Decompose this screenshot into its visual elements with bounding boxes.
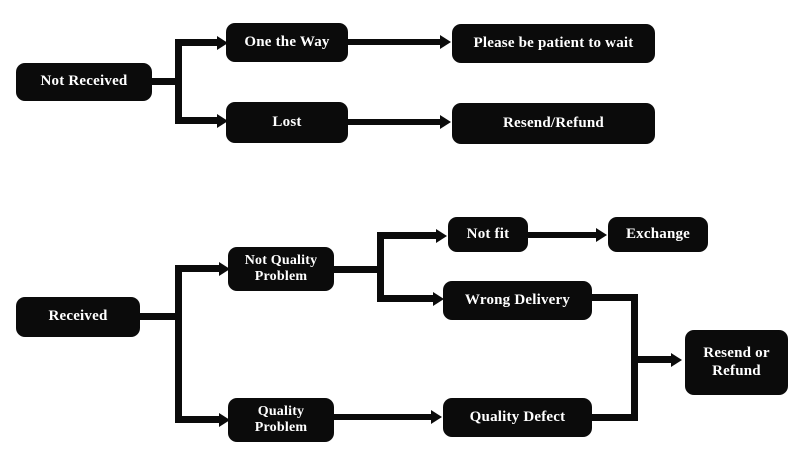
connector-one-the-way-to-please-wait <box>348 39 442 45</box>
connector-quality-problem-to-quality-defect <box>334 414 433 420</box>
connector-not-quality-problem-junction <box>377 232 384 302</box>
connector-lost-to-resend-refund <box>348 119 442 125</box>
node-resend-or-refund-line2: Refund <box>712 362 761 379</box>
connector-to-quality-problem <box>175 416 221 423</box>
arrowhead-to-resend-or-refund <box>671 352 682 367</box>
arrowhead-to-not-fit <box>436 228 447 243</box>
connector-not-received-stem <box>152 78 182 85</box>
node-not-quality-problem-line2: Problem <box>254 269 308 284</box>
arrowhead-to-quality-problem <box>219 412 230 427</box>
node-exchange[interactable]: Exchange <box>608 217 708 252</box>
node-received[interactable]: Received <box>16 297 140 337</box>
node-not-fit[interactable]: Not fit <box>448 217 528 252</box>
node-not-received[interactable]: Not Received <box>16 63 152 101</box>
node-resend-refund[interactable]: Resend/Refund <box>452 103 655 144</box>
arrowhead-to-resend-refund <box>440 115 451 129</box>
node-resend-or-refund[interactable]: Resend or Refund <box>685 330 788 395</box>
connector-to-not-quality-problem <box>175 265 221 272</box>
node-one-the-way[interactable]: One the Way <box>226 23 348 62</box>
connector-not-quality-problem-stem <box>334 266 378 273</box>
node-wrong-delivery[interactable]: Wrong Delivery <box>443 281 592 320</box>
connector-quality-defect-merge <box>592 414 638 421</box>
node-quality-defect[interactable]: Quality Defect <box>443 398 592 437</box>
connector-to-one-the-way <box>175 39 219 46</box>
arrowhead-to-please-wait <box>440 35 451 49</box>
connector-to-not-fit <box>377 232 438 239</box>
connector-merge-to-resend-or-refund <box>631 356 673 363</box>
arrowhead-to-not-quality-problem <box>219 261 230 276</box>
node-quality-problem-line1: Quality <box>257 403 305 419</box>
node-resend-or-refund-line1: Resend or <box>703 345 770 362</box>
connector-received-junction <box>175 265 182 423</box>
connector-received-stem <box>140 313 182 320</box>
connector-to-lost <box>175 117 219 124</box>
node-not-quality-problem-line1: Not Quality <box>244 252 318 268</box>
connector-not-received-junction <box>175 39 182 124</box>
arrowhead-to-wrong-delivery <box>433 291 444 306</box>
arrowhead-to-one-the-way <box>217 35 228 50</box>
node-lost[interactable]: Lost <box>226 102 348 143</box>
arrowhead-to-lost <box>217 113 228 128</box>
node-quality-problem[interactable]: Quality Problem <box>228 398 334 442</box>
node-please-be-patient-to-wait[interactable]: Please be patient to wait <box>452 24 655 63</box>
connector-wrong-delivery-merge <box>592 294 638 301</box>
connector-not-fit-to-exchange <box>528 232 597 238</box>
arrowhead-to-exchange <box>596 228 607 242</box>
node-not-quality-problem[interactable]: Not Quality Problem <box>228 247 334 291</box>
node-quality-problem-line2: Problem <box>254 420 308 435</box>
arrowhead-to-quality-defect <box>431 410 442 424</box>
connector-to-wrong-delivery <box>377 295 435 302</box>
